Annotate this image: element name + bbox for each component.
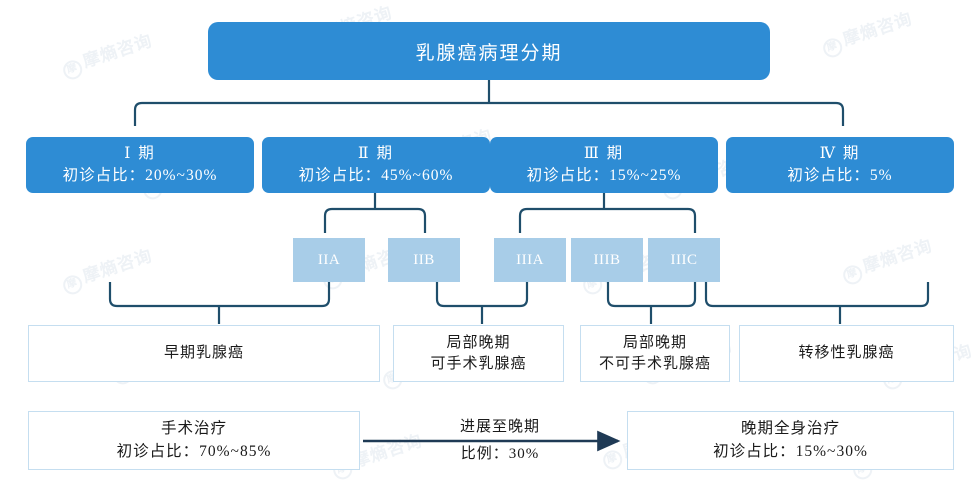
watermark-logo-icon: 摩	[820, 35, 845, 60]
watermark: 摩摩熵咨询	[818, 4, 916, 60]
substage-label: IIIB	[593, 251, 621, 268]
stage-box-4[interactable]: Ⅳ 期 初诊占比：5%	[726, 137, 954, 193]
substage-box-iiia[interactable]: IIIA	[494, 238, 566, 282]
stage-name: Ⅳ 期	[819, 145, 861, 162]
substage-label: IIIC	[670, 251, 698, 268]
watermark-logo-icon: 摩	[60, 57, 85, 82]
watermark: 摩摩熵咨询	[58, 241, 156, 297]
connector-title-to-stages	[0, 80, 979, 138]
classification-line-1: 转移性乳腺癌	[798, 345, 895, 361]
watermark: 摩摩熵咨询	[58, 26, 156, 82]
connector-to-operable-locally-advanced	[0, 282, 979, 324]
classification-box-inoperable[interactable]: 局部晚期 不可手术乳腺癌	[580, 325, 730, 382]
stage-name: Ⅱ 期	[358, 145, 394, 162]
substage-box-iib[interactable]: IIB	[388, 238, 460, 282]
stage-box-3[interactable]: Ⅲ 期 初诊占比：15%~25%	[490, 137, 718, 193]
classification-box-operable[interactable]: 局部晚期 可手术乳腺癌	[393, 325, 564, 382]
stage-box-1[interactable]: Ⅰ 期 初诊占比：20%~30%	[26, 137, 254, 193]
treatment-box-systemic[interactable]: 晚期全身治疗 初诊占比：15%~30%	[627, 411, 954, 470]
stage-rate: 初诊占比：45%~60%	[298, 167, 454, 184]
stage-name: Ⅰ 期	[124, 145, 156, 162]
connector-to-early-breast-cancer	[0, 282, 979, 324]
stage-box-2[interactable]: Ⅱ 期 初诊占比：45%~60%	[262, 137, 490, 193]
treatment-line-2: 初诊占比：15%~30%	[713, 442, 868, 460]
progression-arrow-label-below: 比例：30%	[420, 444, 580, 466]
classification-line-2: 可手术乳腺癌	[430, 355, 527, 372]
substage-box-iiib[interactable]: IIIB	[571, 238, 643, 282]
connector-stage2-to-substages	[0, 193, 979, 238]
substage-label: IIA	[317, 251, 341, 268]
stage-rate: 初诊占比：20%~30%	[62, 167, 218, 184]
substage-box-iiic[interactable]: IIIC	[648, 238, 720, 282]
connector-to-inoperable-locally-advanced	[0, 282, 979, 324]
connector-stage3-to-substages	[0, 193, 979, 238]
classification-line-1: 早期乳腺癌	[163, 345, 244, 361]
connector-to-metastatic-breast-cancer	[0, 282, 979, 324]
classification-line-2: 不可手术乳腺癌	[598, 355, 711, 372]
classification-line-1: 局部晚期	[446, 334, 511, 351]
classification-box-metastatic[interactable]: 转移性乳腺癌	[739, 325, 954, 382]
treatment-line-2: 初诊占比：70%~85%	[116, 442, 272, 460]
treatment-box-surgery[interactable]: 手术治疗 初诊占比：70%~85%	[28, 411, 360, 470]
classification-box-early[interactable]: 早期乳腺癌	[28, 325, 380, 382]
watermark-logo-icon: 摩	[60, 272, 85, 297]
substage-label: IIB	[413, 251, 435, 268]
substage-label: IIIA	[516, 251, 544, 268]
stage-rate: 初诊占比：15%~25%	[526, 167, 682, 184]
classification-line-1: 局部晚期	[622, 334, 687, 351]
stage-name: Ⅲ 期	[583, 145, 625, 162]
watermark: 摩摩熵咨询	[838, 231, 936, 287]
diagram-title-text: 乳腺癌病理分期	[415, 42, 563, 64]
diagram-title-box: 乳腺癌病理分期	[208, 22, 770, 80]
watermark-logo-icon: 摩	[840, 262, 865, 287]
progression-arrow-label-above: 进展至晚期	[420, 417, 580, 439]
treatment-line-1: 手术治疗	[160, 420, 227, 438]
watermark-logo-icon: 摩	[600, 447, 625, 472]
stage-rate: 初诊占比：5%	[787, 167, 893, 184]
progression-label-text: 进展至晚期	[459, 419, 540, 435]
treatment-line-1: 晚期全身治疗	[740, 420, 840, 438]
substage-box-iia[interactable]: IIA	[293, 238, 365, 282]
progression-ratio-text: 比例：30%	[460, 446, 540, 462]
